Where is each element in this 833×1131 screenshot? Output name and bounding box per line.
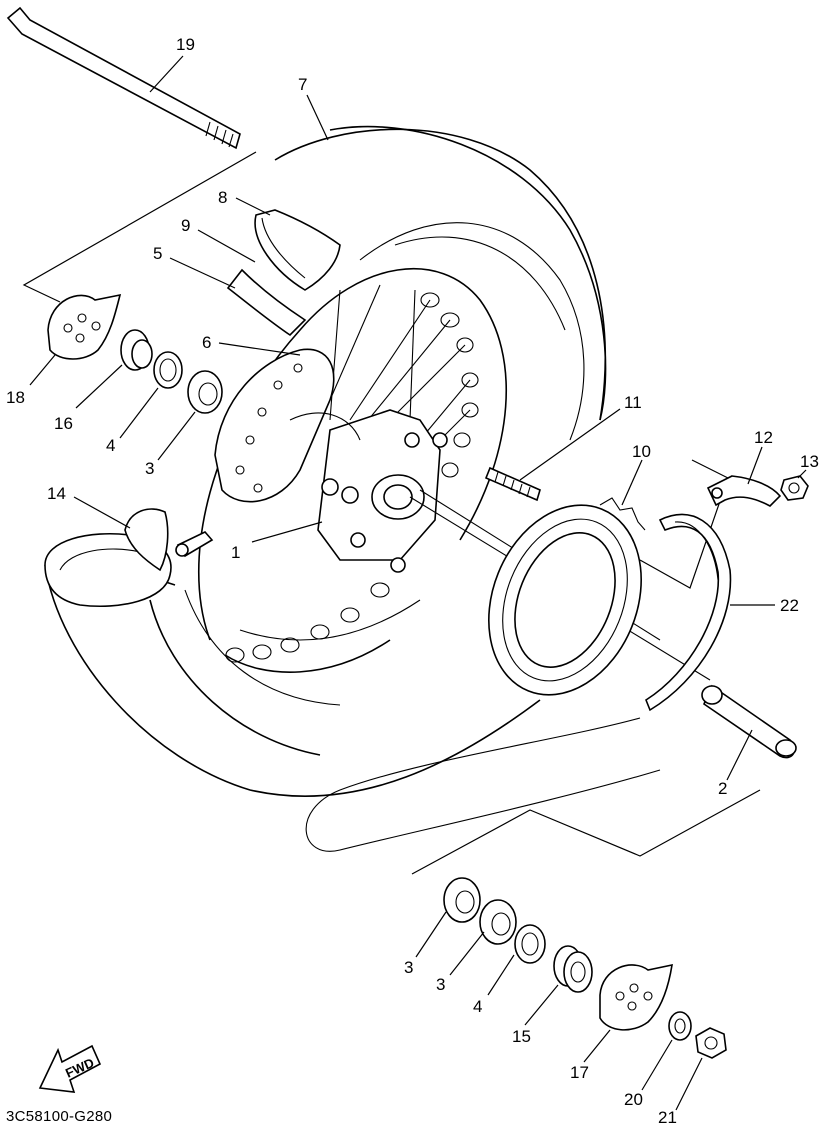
callout-12: 12 [754,428,773,447]
callout-20: 20 [624,1090,643,1109]
leader-lines [29,55,807,1111]
fwd-arrow-icon: FWD [38,1044,102,1093]
callout-16: 16 [54,414,73,433]
oil-seal-4-left-part [153,351,183,389]
callout-6: 6 [202,333,211,352]
oil-seal-4-lower-part [514,924,546,964]
callout-21: 21 [658,1108,677,1126]
callout-14: 14 [47,484,66,503]
bearing-3-lower-b-part [479,899,517,945]
callout-3-lower-a: 3 [404,958,413,977]
collar-15-part [553,945,593,993]
callout-18: 18 [6,388,25,407]
tube-part [226,209,341,337]
callout-3-lower-b: 3 [436,975,445,994]
callout-4-lower: 4 [473,997,482,1016]
callout-13: 13 [800,452,819,471]
left-group-bracket [22,151,257,303]
sprocket-part [488,497,646,696]
callout-11: 11 [624,393,642,412]
callout-19: 19 [176,35,195,54]
callout-7: 7 [298,75,307,94]
axle-part [6,6,241,150]
nut-21-part [695,1027,727,1059]
brake-disc-part [214,348,335,503]
collar-part [701,684,797,759]
valve-stem-part [175,531,214,558]
tire-cutaway-part [44,508,172,608]
callout-1: 1 [231,543,240,562]
callout-2: 2 [718,779,727,798]
callout-4-left: 4 [106,436,115,455]
hub-part [289,409,711,681]
callout-5: 5 [153,244,162,263]
callout-3-left: 3 [145,459,154,478]
callout-9: 9 [181,216,190,235]
callout-10: 10 [632,442,651,461]
lower-group-bracket [411,789,761,875]
chain-path-outline [305,717,661,852]
washer-20-part [668,1011,692,1041]
callout-8: 8 [218,188,227,207]
callout-17: 17 [570,1063,589,1082]
stud-bolt-part [484,466,541,502]
adjuster-plate-18-part [47,293,122,360]
spacer-16-part [120,329,153,371]
tire-part [44,125,607,797]
chain-part [645,513,732,712]
callout-15: 15 [512,1027,531,1046]
callout-22: 22 [780,596,799,615]
bearing-3-lower-a-part [443,877,481,923]
bearing-3-left-part [187,370,223,414]
drawing-code: 3C58100-G280 [6,1108,112,1125]
nut-13-part [780,475,809,501]
adjuster-plate-17-part [599,963,673,1031]
adjuster-plate-part [706,475,782,507]
